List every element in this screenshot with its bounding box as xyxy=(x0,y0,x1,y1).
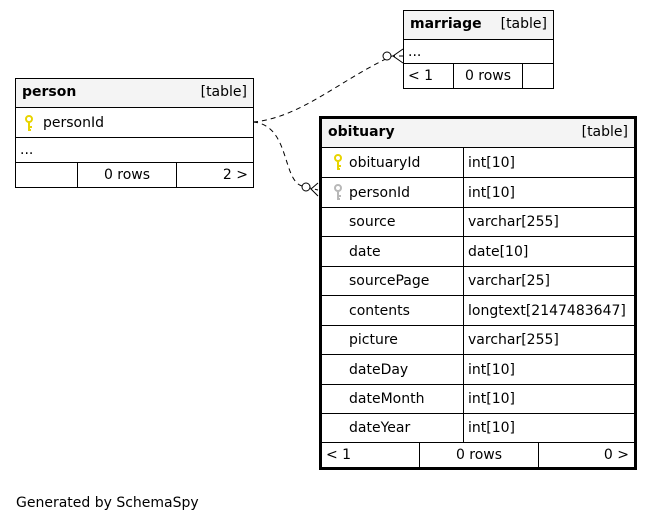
obituary-column-row: picture varchar[255] xyxy=(322,326,634,355)
obituary-column-row: contents longtext[2147483647] xyxy=(322,296,634,326)
obituary-column-type: int[10] xyxy=(463,355,634,384)
obituary-column-name: personId xyxy=(349,184,411,201)
obituary-column-name: picture xyxy=(349,332,398,348)
foreign-key-icon xyxy=(333,184,343,201)
obituary-column-name: obituaryId xyxy=(349,154,421,171)
obituary-column-name: sourcePage xyxy=(349,273,430,289)
marriage-footer-row: < 1 0 rows xyxy=(404,64,553,88)
person-obituary-relationship xyxy=(252,121,319,191)
obituary-column-row: dateYear int[10] xyxy=(322,414,634,443)
obituary-column-row: dateDay int[10] xyxy=(322,355,634,385)
marriage-footer-right[interactable] xyxy=(522,64,553,88)
marriage-table-name: marriage xyxy=(410,16,482,32)
obituary-column-row: source varchar[255] xyxy=(322,208,634,237)
obituary-footer-right[interactable]: 0 > xyxy=(538,443,629,467)
person-table-kind: [table] xyxy=(200,84,247,100)
person-column-row: personId xyxy=(16,108,253,138)
person-ellipsis-row: ... xyxy=(16,138,253,163)
obituary-column-type: longtext[2147483647] xyxy=(463,296,634,325)
obituary-column-name: contents xyxy=(349,302,410,319)
person-footer-right[interactable]: 2 > xyxy=(176,163,248,187)
obituary-column-name: dateMonth xyxy=(349,391,425,407)
marriage-ellipsis: ... xyxy=(408,43,422,60)
obituary-column-type: int[10] xyxy=(463,414,634,442)
primary-key-icon xyxy=(333,154,343,171)
obituary-column-name: dateYear xyxy=(349,420,411,436)
person-footer-row: 0 rows 2 > xyxy=(16,163,253,187)
obituary-column-row: sourcePage varchar[25] xyxy=(322,267,634,296)
obituary-row-count: 0 rows xyxy=(419,443,538,467)
obituary-column-type: date[10] xyxy=(463,237,634,266)
obituary-crowfoot-circle xyxy=(301,182,311,192)
obituary-column-row: obituaryId int[10] xyxy=(322,148,634,178)
person-footer-left[interactable] xyxy=(20,163,77,187)
marriage-ellipsis-row: ... xyxy=(404,40,553,64)
obituary-column-name: dateDay xyxy=(349,361,409,378)
person-table-header: person [table] xyxy=(16,79,253,108)
marriage-footer-left[interactable]: < 1 xyxy=(408,68,434,84)
obituary-column-name: source xyxy=(349,214,396,230)
marriage-crowfoot-circle xyxy=(382,51,392,61)
obituary-table-kind: [table] xyxy=(581,124,628,140)
person-row-count: 0 rows xyxy=(77,163,176,187)
obituary-column-row: date date[10] xyxy=(322,237,634,267)
obituary-column-name: date xyxy=(349,243,381,260)
person-marriage-relationship xyxy=(252,55,403,123)
obituary-table[interactable]: obituary [table] obituaryId int[10] pers… xyxy=(319,116,637,470)
primary-key-icon xyxy=(24,115,34,132)
person-column-name: personId xyxy=(43,114,105,131)
obituary-footer-row: < 1 0 rows 0 > xyxy=(322,443,634,467)
marriage-table-kind: [table] xyxy=(500,16,547,32)
obituary-table-header: obituary [table] xyxy=(322,119,634,148)
obituary-column-type: int[10] xyxy=(463,178,634,207)
person-table[interactable]: person [table] personId ... 0 rows 2 > xyxy=(15,78,254,188)
person-ellipsis: ... xyxy=(20,142,34,158)
obituary-column-row: personId int[10] xyxy=(322,178,634,208)
obituary-column-type: int[10] xyxy=(463,148,634,177)
person-table-name: person xyxy=(22,84,77,100)
marriage-table[interactable]: marriage [table] ... < 1 0 rows xyxy=(403,10,554,89)
obituary-footer-left[interactable]: < 1 xyxy=(326,447,352,463)
obituary-table-name: obituary xyxy=(328,124,395,140)
generated-by-caption: Generated by SchemaSpy xyxy=(16,495,199,511)
marriage-table-header: marriage [table] xyxy=(404,11,553,40)
marriage-row-count: 0 rows xyxy=(453,64,522,88)
obituary-column-type: int[10] xyxy=(463,385,634,413)
obituary-crowfoot xyxy=(310,182,319,197)
marriage-crowfoot xyxy=(392,48,404,64)
obituary-column-type: varchar[255] xyxy=(463,326,634,354)
obituary-column-row: dateMonth int[10] xyxy=(322,385,634,414)
obituary-column-type: varchar[255] xyxy=(463,208,634,236)
obituary-column-type: varchar[25] xyxy=(463,267,634,295)
